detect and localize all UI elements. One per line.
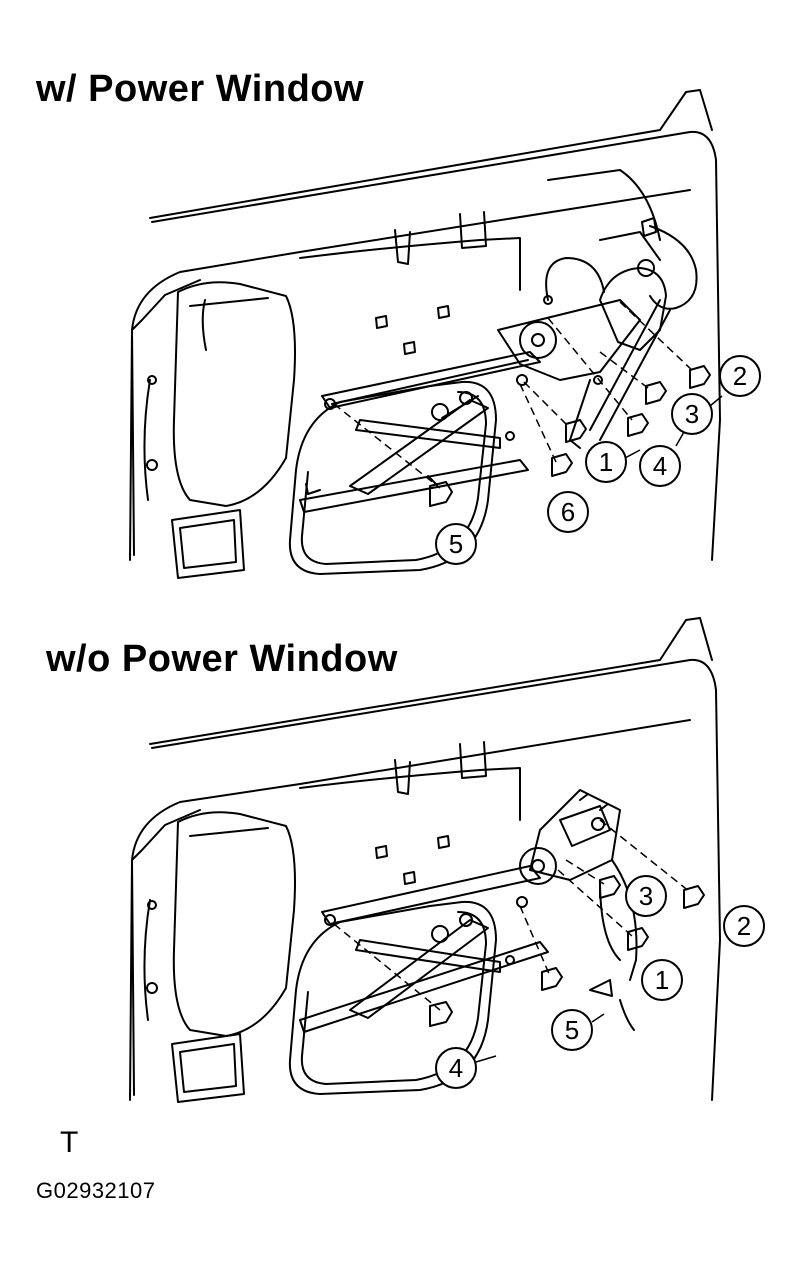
regulator-upper-rail [321,865,541,925]
door-outline [129,658,721,1101]
door-outline [129,130,721,561]
callout-6: 6 [561,497,575,527]
door-top-edge [149,89,713,219]
callout-2: 2 [737,911,751,941]
pulley [519,847,557,885]
bolts [427,365,711,507]
title-without-power-window: w/o Power Window [46,638,398,680]
cable-loop [288,380,497,575]
callout-1: 1 [599,447,613,477]
regulator-arm-b [355,939,501,973]
callout-4: 4 [653,451,667,481]
pulley [519,321,557,359]
regulator-bracket [497,299,641,381]
left-cutout [172,811,296,1037]
regulator-arm-a [349,399,489,495]
footer-mark: T [60,1126,79,1159]
callout-1: 1 [655,965,669,995]
callout-3: 3 [685,399,699,429]
regulator-arm-b [355,419,501,449]
diagram-with-power-window: 1 2 3 4 5 6 [129,89,761,579]
callout-2: 2 [733,361,747,391]
lower-left-box [171,509,245,579]
door-top-edge [149,617,713,745]
callout-3: 3 [639,881,653,911]
bolts [429,875,705,1027]
cable-loop [288,900,497,1095]
regulator-arm-a [349,919,489,1019]
regulator-upper-rail [321,351,541,409]
figure-code: G02932107 [36,1178,156,1203]
callout-5: 5 [565,1015,579,1045]
regulator-lower-rail [299,459,529,513]
diagram-without-power-window: 1 2 3 4 5 [129,617,765,1103]
left-cutout [172,281,296,507]
title-with-power-window: w/ Power Window [36,68,365,110]
regulator-lower-rail [299,941,549,1033]
motor-wire [649,225,698,310]
power-window-motor [599,267,667,351]
callout-5: 5 [449,529,463,559]
callout-4: 4 [449,1053,463,1083]
lower-left-box [171,1033,245,1103]
